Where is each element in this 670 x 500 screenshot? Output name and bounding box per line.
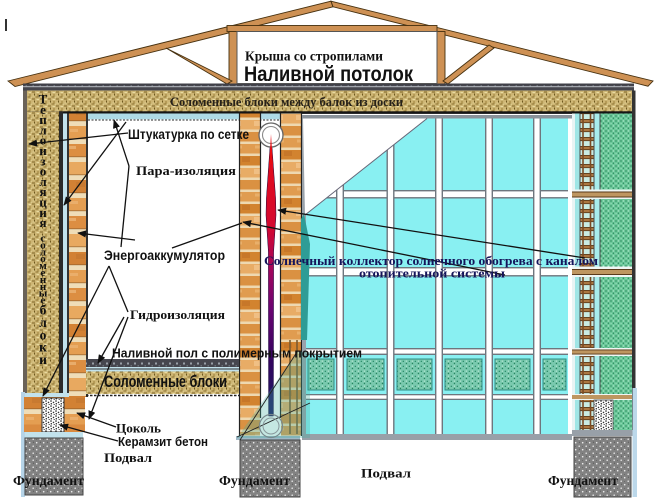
svg-text:Наливной потолок: Наливной потолок: [244, 63, 413, 86]
svg-text:л: л: [39, 122, 46, 137]
svg-text:е: е: [40, 102, 46, 117]
svg-text:Фундамент: Фундамент: [219, 473, 290, 488]
svg-text:п: п: [39, 112, 47, 127]
svg-text:Соломенные блоки между балок и: Соломенные блоки между балок из доски: [170, 95, 403, 109]
svg-text:ы: ы: [39, 288, 48, 300]
svg-text:я: я: [39, 184, 46, 199]
svg-text:Наливной пол с полимерным покр: Наливной пол с полимерным покрытием: [112, 346, 362, 361]
svg-text:Энергоаккумулятор: Энергоаккумулятор: [104, 247, 225, 263]
svg-text:о: о: [40, 164, 47, 179]
svg-text:л: л: [39, 315, 47, 330]
svg-text:Цоколь: Цоколь: [116, 421, 161, 436]
svg-text:Фундамент: Фундамент: [13, 473, 84, 488]
svg-text:е: е: [41, 267, 46, 279]
svg-text:о: о: [40, 327, 47, 342]
svg-text:з: з: [40, 153, 45, 168]
svg-text:л: л: [39, 174, 46, 189]
svg-text:и: и: [39, 352, 47, 367]
svg-text:Штукатурка по сетке: Штукатурка по сетке: [128, 126, 249, 142]
svg-text:и: и: [39, 143, 47, 158]
svg-text:Пара-изоляция: Пара-изоляция: [136, 163, 236, 178]
svg-text:к: к: [39, 340, 47, 355]
svg-text:Фундамент: Фундамент: [548, 473, 618, 488]
svg-text:н: н: [40, 281, 47, 293]
svg-text:Соломенные блоки: Соломенные блоки: [104, 372, 227, 391]
svg-text:Гидроизоляция: Гидроизоляция: [130, 307, 225, 322]
svg-text:м: м: [39, 260, 47, 272]
svg-text:Подвал: Подвал: [361, 466, 411, 481]
svg-text:я: я: [39, 215, 46, 230]
svg-text:Крыша со стропилами: Крыша со стропилами: [245, 50, 383, 65]
svg-text:отопительной системы: отопительной системы: [359, 267, 505, 281]
svg-text:с: с: [41, 233, 46, 245]
svg-text:Солнечный коллектор солнечного: Солнечный коллектор солнечного обогрева …: [264, 254, 599, 268]
svg-text:о: о: [40, 133, 47, 148]
svg-text:о: о: [40, 239, 46, 251]
svg-text:б: б: [40, 303, 47, 318]
svg-text:н: н: [40, 274, 47, 286]
svg-text:л: л: [40, 246, 46, 258]
svg-text:и: и: [39, 205, 47, 220]
svg-text:Керамзит бетон: Керамзит бетон: [118, 434, 208, 449]
svg-text:Т: Т: [39, 92, 48, 107]
svg-text:е: е: [41, 295, 46, 307]
svg-text:ц: ц: [39, 195, 47, 210]
svg-text:Подвал: Подвал: [104, 450, 152, 465]
svg-text:о: о: [40, 253, 46, 265]
